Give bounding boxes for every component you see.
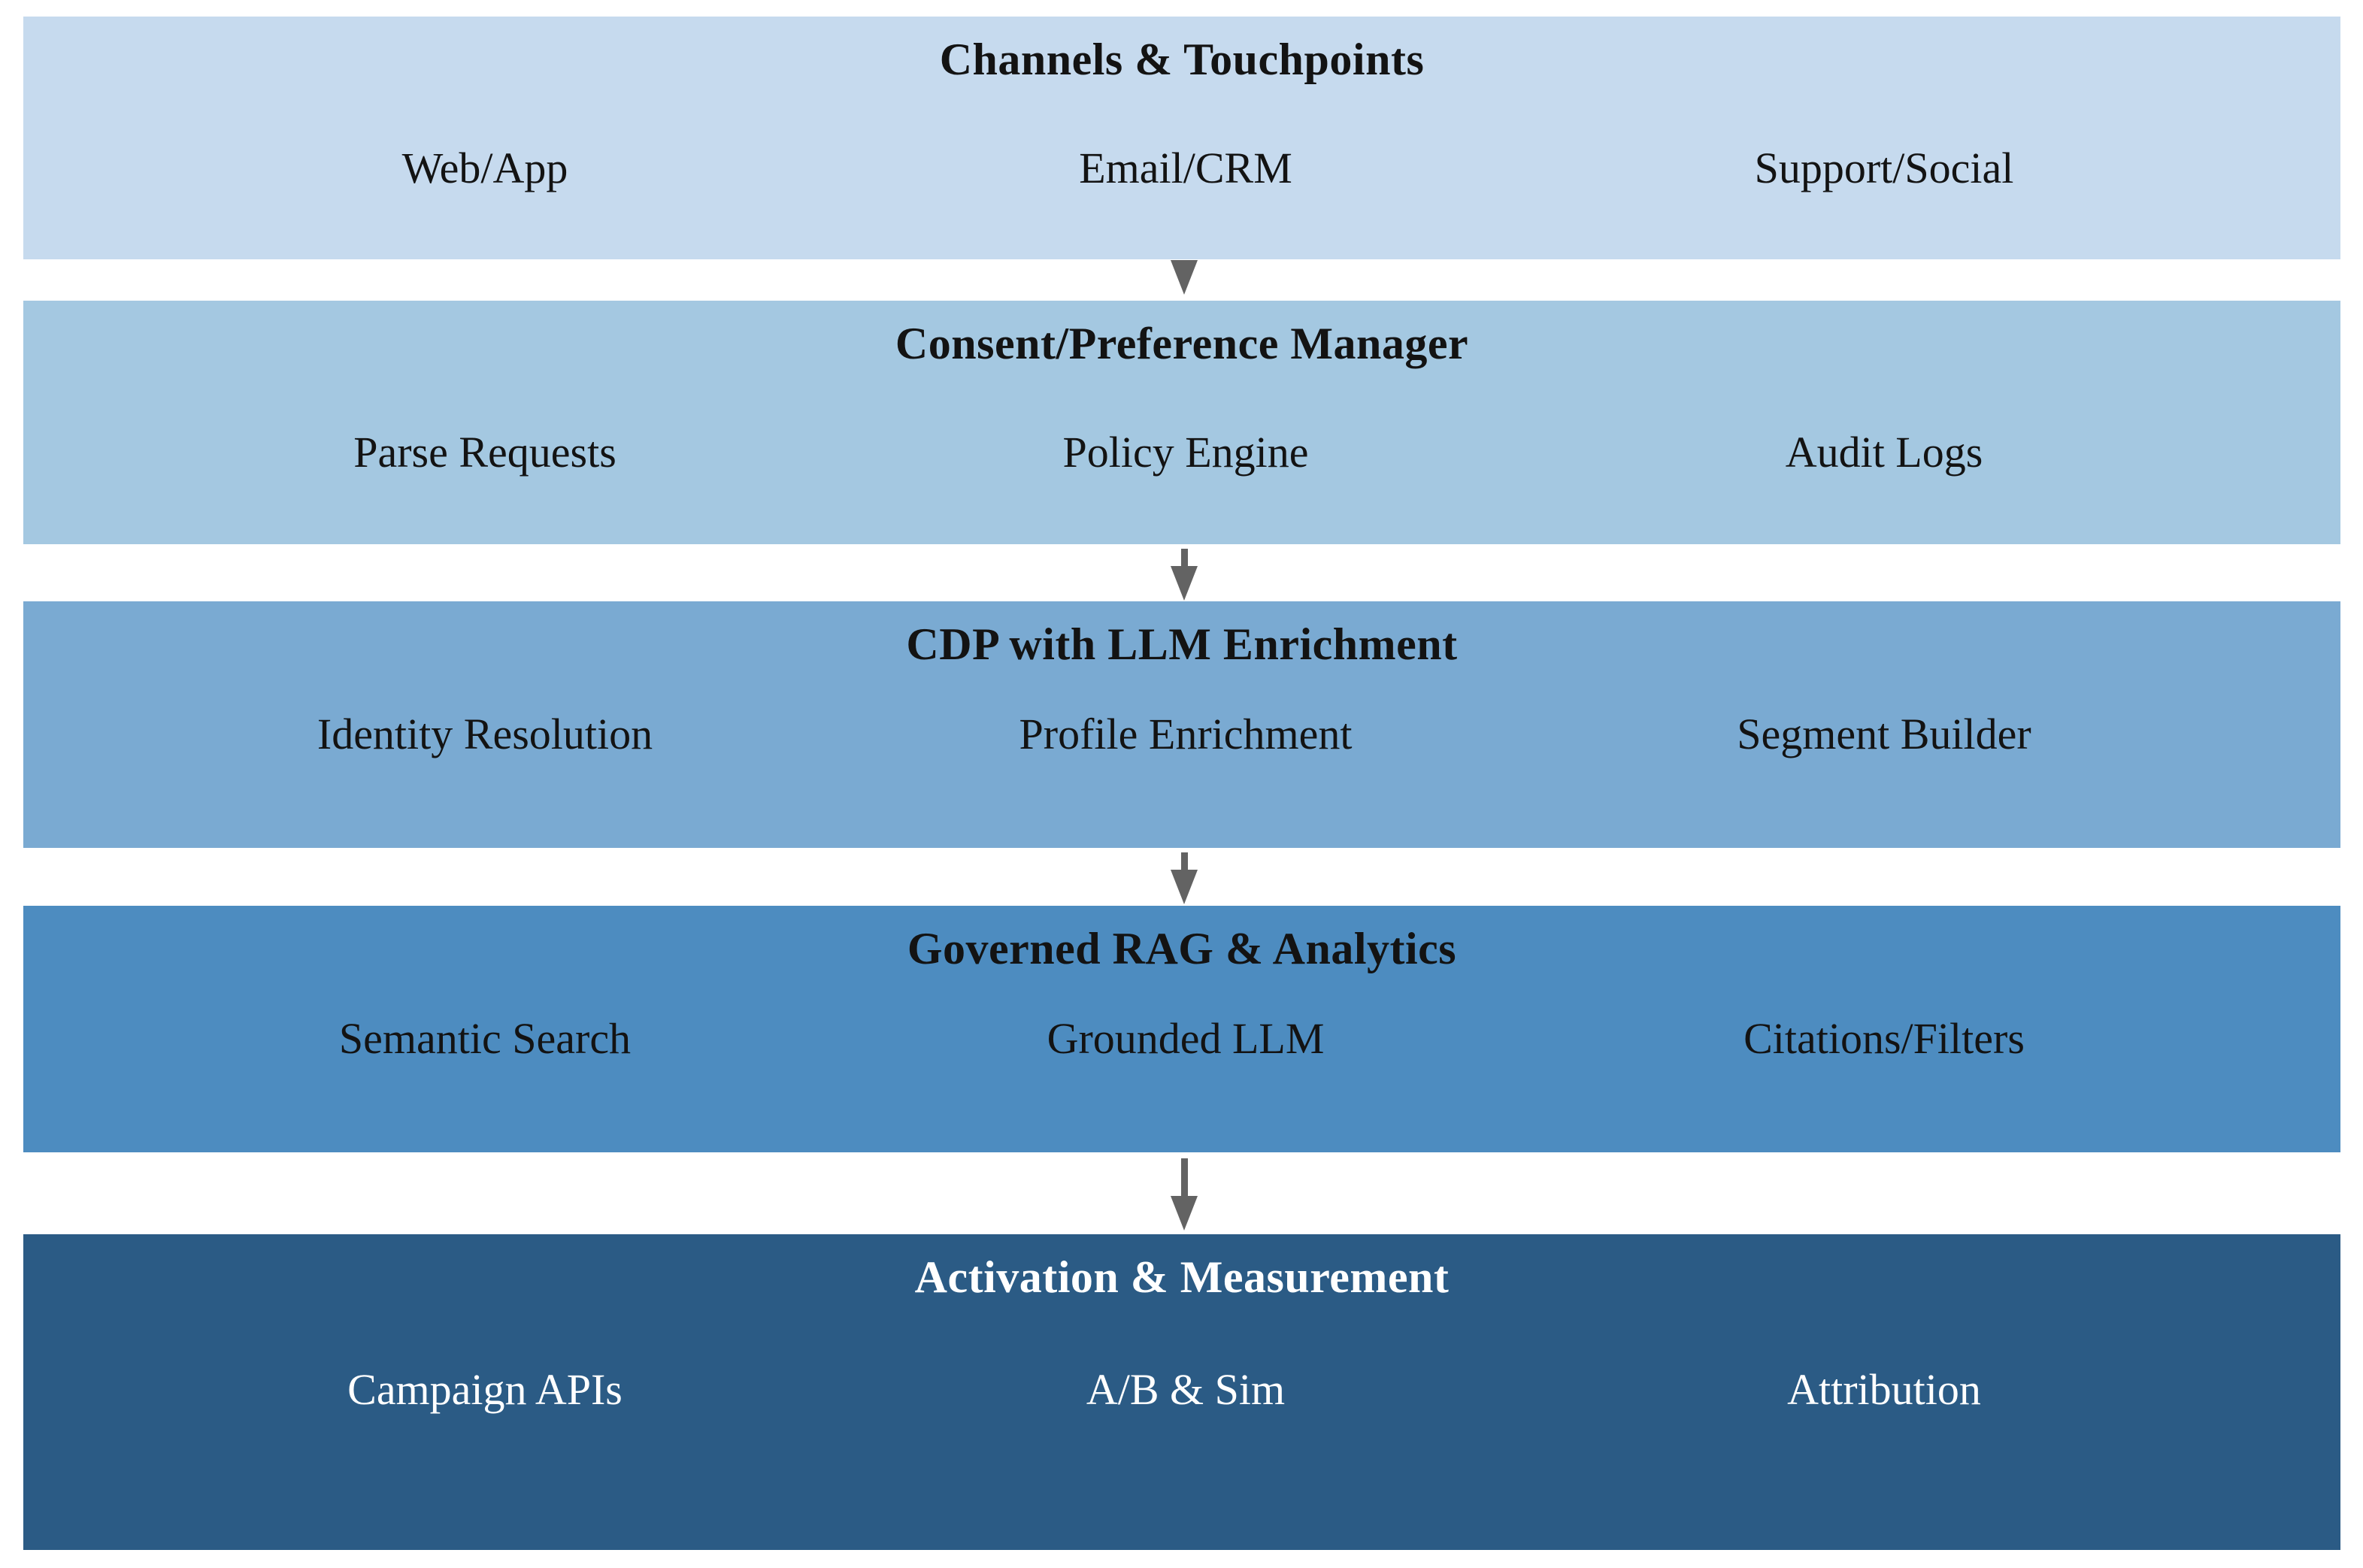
layer-item: Attribution	[1787, 1365, 1981, 1414]
layer-item: Identity Resolution	[317, 710, 653, 758]
layer-item: Policy Engine	[1062, 428, 1309, 477]
layer-title: CDP with LLM Enrichment	[906, 619, 1458, 669]
flow-arrow-down	[1171, 260, 1198, 295]
layer-item: Semantic Search	[338, 1014, 632, 1063]
layer-item: Email/CRM	[1079, 144, 1292, 192]
layer-item: Grounded LLM	[1047, 1014, 1325, 1063]
arrow-head-icon	[1171, 1196, 1198, 1230]
flow-arrow-down	[1171, 549, 1198, 601]
arrow-stem	[1180, 852, 1188, 870]
layer-item: Parse Requests	[353, 428, 617, 477]
flow-arrow-down	[1171, 852, 1198, 904]
layer-item: Segment Builder	[1737, 710, 2031, 758]
layer-activation-measurement: Activation & Measurement Campaign APIs A…	[23, 1234, 2340, 1550]
arrow-head-icon	[1171, 260, 1198, 295]
layer-title: Governed RAG & Analytics	[907, 924, 1457, 973]
flow-arrow-down	[1171, 1158, 1198, 1230]
layer-title: Channels & Touchpoints	[939, 35, 1425, 84]
layer-title: Activation & Measurement	[914, 1252, 1450, 1302]
layer-channels-touchpoints: Channels & Touchpoints Web/App Email/CRM…	[23, 17, 2340, 259]
layer-item: A/B & Sim	[1086, 1365, 1286, 1414]
layer-item: Audit Logs	[1785, 428, 1983, 477]
layer-consent-preference-manager: Consent/Preference Manager Parse Request…	[23, 301, 2340, 544]
layer-item: Citations/Filters	[1743, 1014, 2025, 1063]
layer-governed-rag-analytics: Governed RAG & Analytics Semantic Search…	[23, 906, 2340, 1152]
layer-item: Campaign APIs	[347, 1365, 623, 1414]
layer-item: Web/App	[401, 144, 568, 192]
layer-cdp-llm-enrichment: CDP with LLM Enrichment Identity Resolut…	[23, 601, 2340, 848]
layer-item: Support/Social	[1754, 144, 2014, 192]
arrow-stem	[1180, 1158, 1188, 1196]
arrow-head-icon	[1171, 566, 1198, 601]
arrow-stem	[1180, 549, 1188, 566]
arrow-head-icon	[1171, 870, 1198, 904]
layer-item: Profile Enrichment	[1019, 710, 1353, 758]
layer-title: Consent/Preference Manager	[895, 319, 1469, 368]
